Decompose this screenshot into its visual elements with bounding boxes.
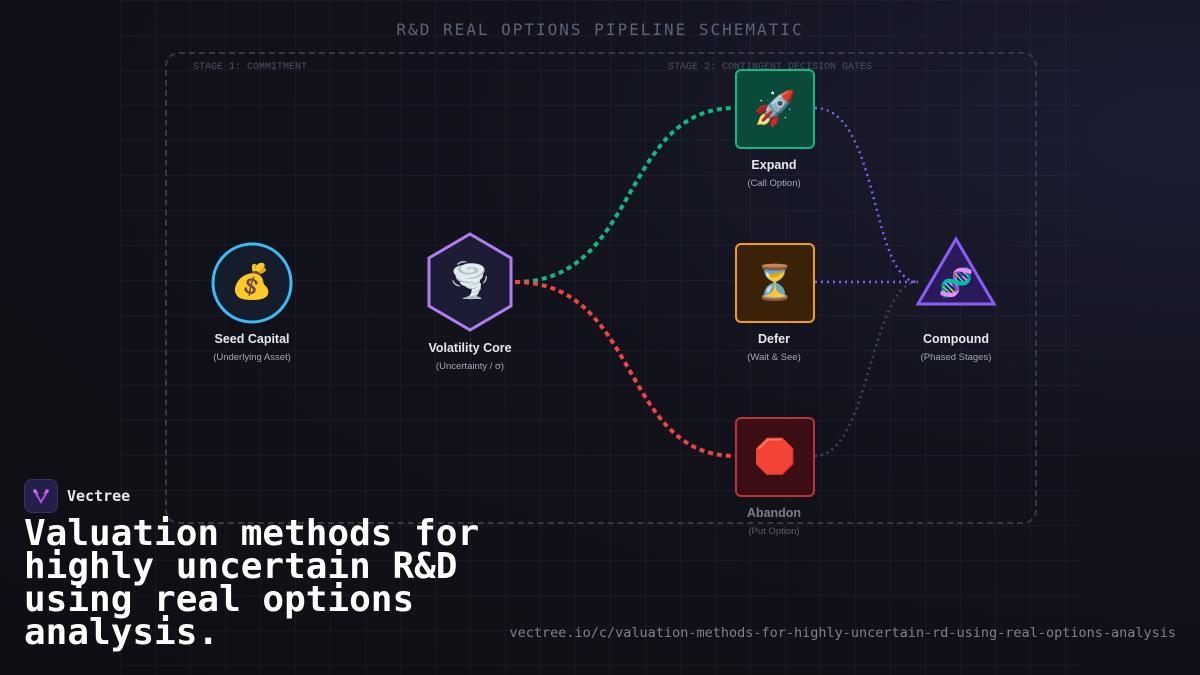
compound-node-shape: [915, 236, 997, 306]
article-url[interactable]: vectree.io/c/valuation-methods-for-highl…: [509, 625, 1176, 641]
vectree-logo-icon: [24, 479, 58, 513]
stage-2-label: STAGE 2: CONTINGENT DECISION GATES: [668, 62, 873, 73]
hourglass-icon: ⏳: [753, 264, 797, 302]
wire-core-expand: [514, 106, 736, 284]
expand-label: Expand: [751, 158, 797, 172]
rocket-icon: 🚀: [753, 90, 797, 128]
defer-sub: (Wait & See): [747, 352, 801, 363]
money-bag-icon: 💰: [230, 263, 274, 301]
expand-sub: (Call Option): [747, 178, 801, 189]
compound-sub: (Phased Stages): [920, 352, 992, 363]
abandon-label: Abandon: [746, 506, 802, 520]
expand-node: 🚀: [735, 69, 815, 149]
defer-label: Defer: [758, 332, 790, 346]
volatility-core-label: Volatility Core: [428, 341, 512, 355]
pipeline-frame: [165, 52, 1037, 524]
abandon-node: 🛑: [735, 417, 815, 497]
headline: Valuation methods for highly uncertain R…: [24, 513, 480, 653]
brand: Vectree: [24, 479, 130, 513]
brand-name: Vectree: [67, 487, 131, 505]
tornado-icon: 🌪️: [448, 262, 492, 300]
wire-core-abandon: [514, 280, 736, 458]
defer-node: ⏳: [735, 243, 815, 323]
dna-icon: 🧬: [938, 267, 974, 298]
wire-expand-compound: [814, 106, 919, 284]
stop-sign-icon: 🛑: [753, 438, 797, 476]
seed-capital-node-shape: [211, 242, 293, 324]
compound-label: Compound: [923, 332, 989, 346]
wire-abandon-compound: [814, 280, 919, 458]
background-grid: [120, 0, 1080, 675]
volatility-core-node-shape: [427, 232, 513, 332]
volatility-core-sub: (Uncertainty / σ): [435, 361, 505, 372]
seed-capital-sub: (Underlying Asset): [213, 352, 291, 363]
seed-capital-label: Seed Capital: [214, 332, 290, 346]
stage-1-label: STAGE 1: COMMITMENT: [193, 62, 308, 73]
abandon-sub: (Put Option): [748, 526, 800, 537]
diagram-title: R&D REAL OPTIONS PIPELINE SCHEMATIC: [396, 20, 804, 39]
